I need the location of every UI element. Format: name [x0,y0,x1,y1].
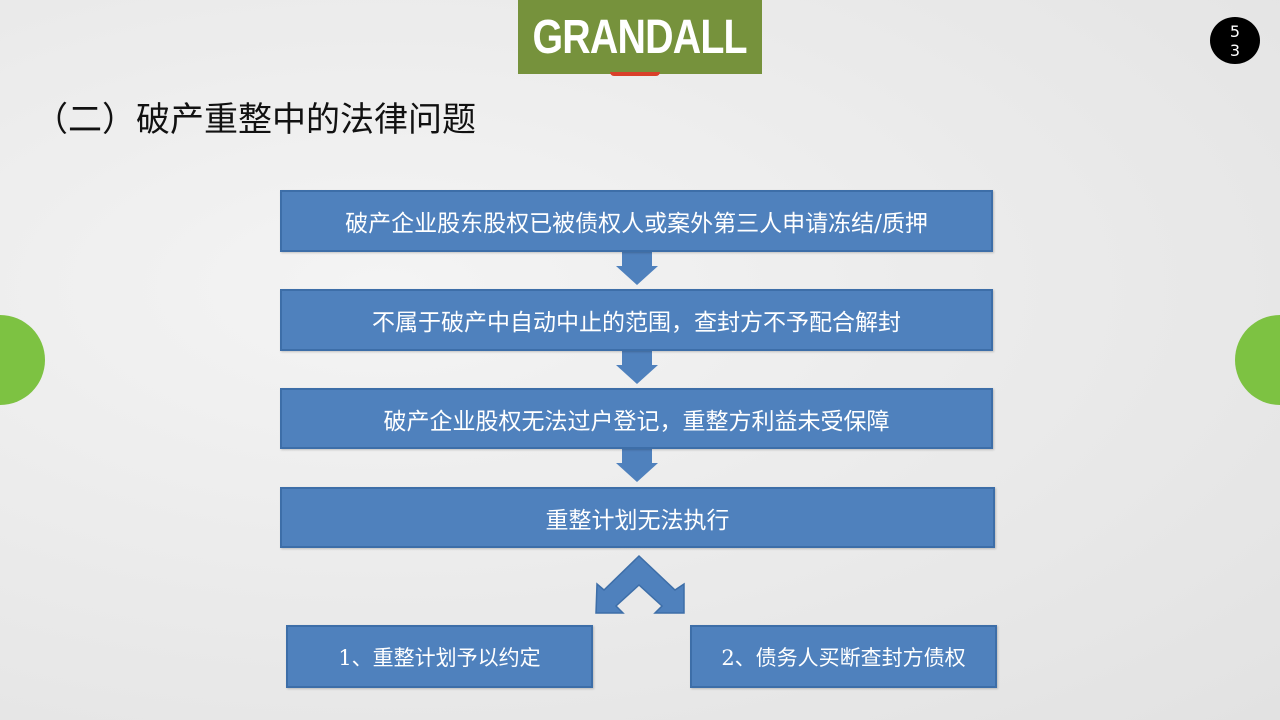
page-digit: 3 [1229,40,1241,60]
page-number: 5 3 [1210,17,1260,64]
flow-step-text: 破产企业股权无法过户登记，重整方利益未受保障 [383,408,890,435]
flow-step-text: 破产企业股东股权已被债权人或案外第三人申请冻结/质押 [345,211,928,237]
grandall-logo: GRANDALL [518,0,762,74]
page-digit: 5 [1229,21,1241,41]
down-arrow-icon [616,252,658,285]
flow-step-3: 破产企业股权无法过户登记，重整方利益未受保障 [280,388,993,449]
flow-step-1: 破产企业股东股权已被债权人或案外第三人申请冻结/质押 [280,190,993,252]
slide-title: （二）破产重整中的法律问题 [34,100,476,140]
flow-step-text: 重整计划无法执行 [545,507,730,534]
logo-accent [610,72,660,76]
flow-step-text: 不属于破产中自动中止的范围，查封方不予配合解封 [372,310,901,336]
option-1: 1、重整计划予以约定 [286,625,593,688]
split-arrow-icon [595,554,685,614]
flow-step-4: 重整计划无法执行 [280,487,995,548]
logo-text: GRANDALL [532,10,748,64]
flow-step-2: 不属于破产中自动中止的范围，查封方不予配合解封 [280,289,993,351]
down-arrow-icon [616,449,658,482]
option-2: 2、债务人买断查封方债权 [690,625,997,688]
option-text: 2、债务人买断查封方债权 [721,645,966,670]
down-arrow-icon [616,351,658,384]
option-text: 1、重整计划予以约定 [338,645,541,670]
